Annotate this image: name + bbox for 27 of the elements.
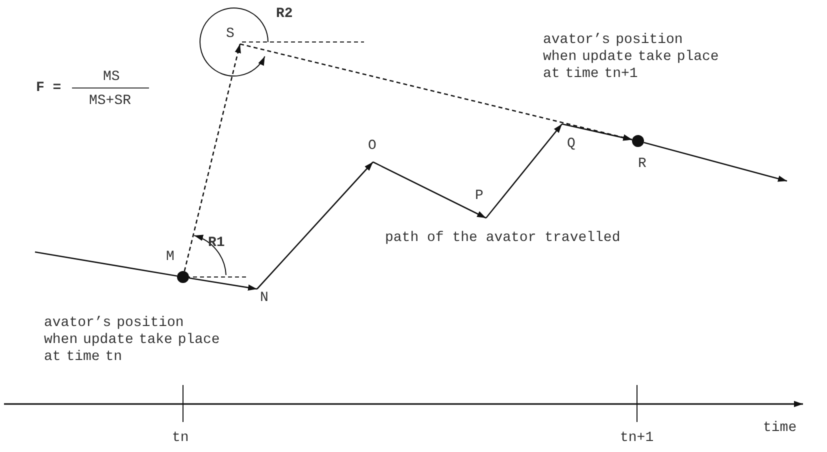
axis-label: time — [763, 420, 797, 437]
annotation-text: avator’s position when update take place at time tn — [44, 315, 221, 366]
annotation-text: path of the avator travelled — [385, 230, 620, 247]
formula-numerator: MS — [103, 69, 120, 86]
angle-label: R1 — [208, 235, 225, 252]
point-label: P — [475, 188, 484, 204]
formula-denominator: MS+SR — [89, 93, 132, 110]
annotation-text: avator’s position when update take place at time tn+1 — [543, 32, 720, 83]
point-label: Q — [567, 136, 576, 152]
angle-label: R2 — [276, 6, 293, 23]
point-label: N — [260, 290, 268, 306]
point-label: R — [638, 156, 646, 172]
formula-text: F = — [36, 80, 62, 97]
tick-label: tn+1 — [620, 430, 654, 447]
arrow — [240, 43, 632, 140]
point-label: O — [368, 138, 376, 154]
point-label: M — [166, 249, 174, 265]
path-line — [34, 251, 178, 277]
arrow — [184, 44, 241, 272]
arrow — [562, 123, 632, 141]
point-label: S — [226, 26, 234, 42]
tick-label: tn — [172, 430, 189, 447]
arrow — [372, 161, 486, 219]
arrow — [188, 277, 258, 291]
arrow — [644, 142, 788, 182]
arrow — [486, 124, 562, 218]
arrow — [256, 162, 374, 290]
